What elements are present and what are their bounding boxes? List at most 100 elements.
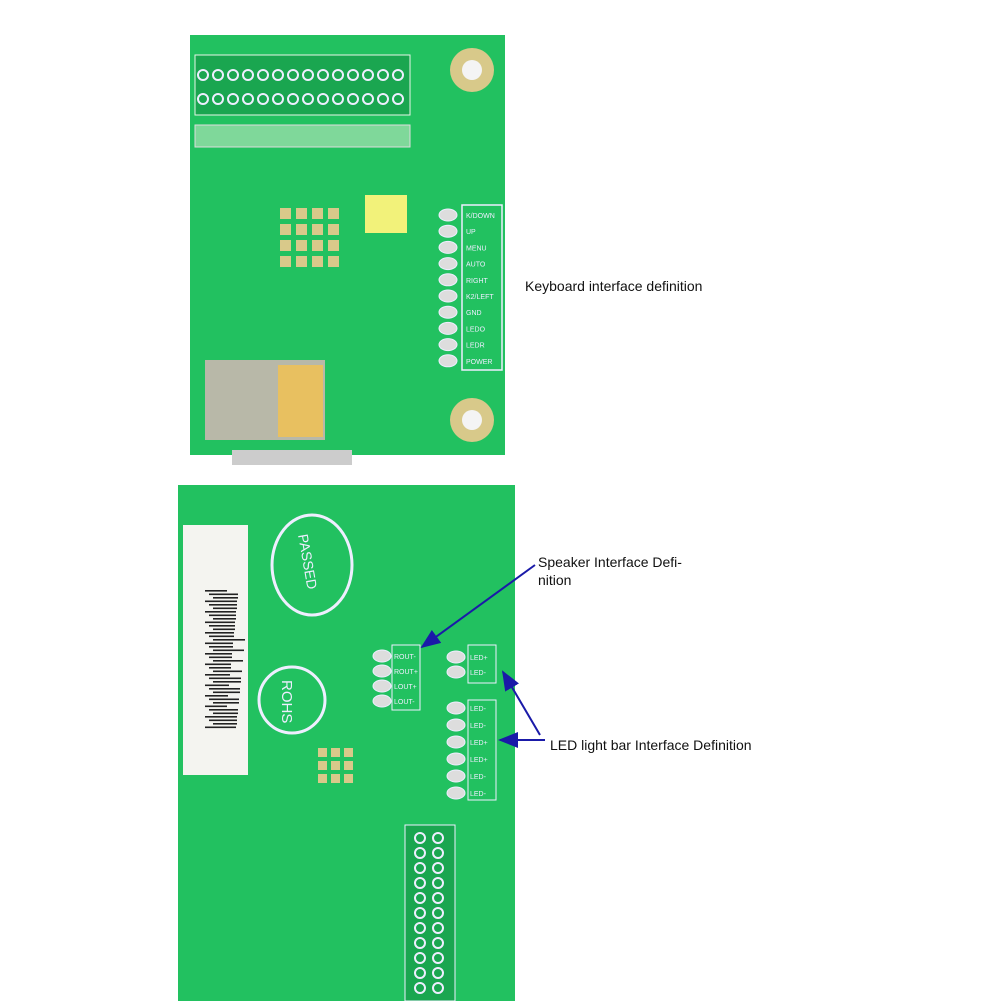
header-pin — [377, 69, 389, 81]
barcode-bar — [209, 646, 233, 648]
pad — [318, 774, 327, 783]
pad — [280, 256, 291, 267]
pin-label: LED- — [470, 791, 487, 798]
barcode-bar — [209, 667, 231, 669]
lvds-pin — [414, 832, 426, 844]
lvds-header — [404, 824, 456, 1001]
barcode-bar — [209, 635, 234, 638]
keyboard-annotation: Keyboard interface definition — [525, 278, 703, 294]
pad — [280, 224, 291, 235]
led-label-box-top — [467, 644, 497, 684]
pin-pad — [438, 321, 458, 335]
speaker-label-box — [391, 644, 421, 711]
pin-pad — [446, 650, 466, 664]
barcode-bar — [205, 663, 231, 666]
barcode-bar — [209, 719, 237, 722]
pin-pad — [372, 694, 392, 708]
header-pin — [242, 69, 254, 81]
lvds-pin — [432, 922, 444, 934]
lvds-pin — [414, 847, 426, 859]
lvds-pin — [414, 952, 426, 964]
pin-pad — [372, 679, 392, 693]
barcode-bar — [205, 684, 229, 687]
header-pin — [317, 69, 329, 81]
pad — [328, 208, 339, 219]
pin-label: LED- — [470, 774, 487, 781]
lvds-pin — [414, 982, 426, 994]
pin-label: LED+ — [470, 740, 488, 747]
led-annotation: LED light bar Interface Definition — [550, 737, 752, 753]
lvds-pin — [414, 937, 426, 949]
lvds-pin — [414, 892, 426, 904]
pin-label: LEDO — [466, 326, 486, 333]
pin-pad — [438, 257, 458, 271]
header-pin — [227, 93, 239, 105]
barcode-bar — [213, 649, 244, 652]
pin-label: K/DOWN — [466, 213, 495, 220]
barcode-bar — [213, 628, 235, 631]
barcode-bar — [209, 688, 240, 690]
pad — [344, 761, 353, 770]
barcode-bar — [205, 716, 237, 718]
barcode-bar — [209, 709, 238, 711]
header-pin — [377, 93, 389, 105]
barcode-bar — [209, 593, 238, 596]
header-pin — [302, 69, 314, 81]
pad — [280, 240, 291, 251]
pin-pad — [446, 701, 466, 715]
pin-label: GND — [466, 310, 482, 317]
pin-pad — [438, 224, 458, 238]
header-pin — [257, 93, 269, 105]
pin-pad — [446, 735, 466, 749]
header-pin — [197, 69, 209, 81]
pin-pad — [372, 649, 392, 663]
header-pin — [227, 69, 239, 81]
pin-label: MENU — [466, 245, 487, 252]
pin-pad — [446, 718, 466, 732]
header-pin — [257, 69, 269, 81]
pin-pad — [372, 664, 392, 678]
header-pin — [332, 69, 344, 81]
barcode-bar — [209, 625, 235, 627]
lvds-pin — [414, 877, 426, 889]
barcode-bar — [213, 723, 237, 725]
barcode-bar — [209, 656, 232, 659]
header-strip — [194, 54, 411, 116]
lvds-pin — [432, 832, 444, 844]
barcode-bar — [209, 614, 236, 617]
header-pin — [197, 93, 209, 105]
barcode-bar — [213, 660, 243, 662]
header-pin — [302, 93, 314, 105]
pad — [296, 256, 307, 267]
barcode-bar — [205, 611, 236, 613]
pin-pad — [438, 305, 458, 319]
pad — [331, 748, 340, 757]
barcode-bar — [213, 639, 245, 641]
pin-label: LOUT+ — [394, 684, 417, 691]
pin-pad — [446, 769, 466, 783]
lvds-pin — [414, 922, 426, 934]
pad — [318, 748, 327, 757]
barcode-bar — [205, 726, 236, 729]
header-pin — [242, 93, 254, 105]
barcode-bar — [205, 600, 237, 603]
header-pin — [272, 93, 284, 105]
header-pin — [272, 69, 284, 81]
pin-label: LED- — [470, 670, 487, 677]
header-pin — [347, 69, 359, 81]
pad — [318, 761, 327, 770]
pin-pad — [438, 208, 458, 222]
header-pin — [362, 69, 374, 81]
pin-label: LOUT- — [394, 699, 415, 706]
pin-label: LED+ — [470, 655, 488, 662]
header-pin — [317, 93, 329, 105]
pad — [312, 240, 323, 251]
barcode-bar — [205, 621, 235, 624]
pin-pad — [438, 338, 458, 352]
barcode-bar — [213, 681, 241, 683]
lvds-pin — [414, 967, 426, 979]
barcode-bar — [213, 597, 238, 599]
pad — [328, 256, 339, 267]
keyboard-label-box — [461, 204, 503, 371]
pin-label: LEDR — [466, 343, 485, 350]
